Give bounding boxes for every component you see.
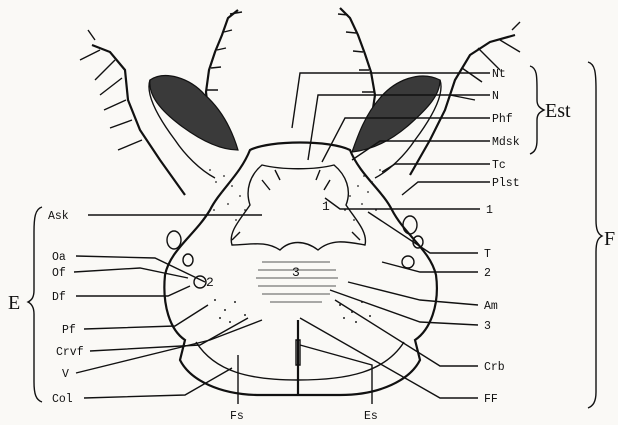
label-3: 3 xyxy=(484,320,491,333)
label-of: Of xyxy=(52,267,66,280)
label-es: Es xyxy=(364,410,378,423)
label-oa: Oa xyxy=(52,251,66,264)
label-est: Est xyxy=(545,100,571,122)
stipple-left xyxy=(209,169,246,221)
label-mdsk: Mdsk xyxy=(492,136,520,149)
bracket-e xyxy=(28,207,42,402)
right-antenna xyxy=(338,8,375,115)
stipple-lower xyxy=(214,299,371,323)
drawing-number-2: 2 xyxy=(206,275,214,290)
label-t: T xyxy=(484,248,491,261)
left-antenna xyxy=(206,10,242,110)
head-capsule xyxy=(164,143,437,396)
label-ff: FF xyxy=(484,393,498,406)
label-am: Am xyxy=(484,300,498,313)
frons-plate xyxy=(167,165,423,323)
label-col: Col xyxy=(52,393,73,406)
label-nt: Nt xyxy=(492,68,506,81)
label-e: E xyxy=(8,292,20,314)
label-1: 1 xyxy=(486,204,493,217)
bottom-label-group: Fs Es xyxy=(230,410,378,423)
label-fs: Fs xyxy=(230,410,244,423)
bracket-est xyxy=(530,66,544,154)
label-crvf: Crvf xyxy=(56,346,84,359)
label-crb: Crb xyxy=(484,361,505,374)
drawing-number-1: 1 xyxy=(322,199,330,214)
label-2: 2 xyxy=(484,267,491,280)
label-tc: Tc xyxy=(492,159,506,172)
label-df: Df xyxy=(52,291,66,304)
label-v: V xyxy=(62,368,69,381)
bracket-f xyxy=(588,62,602,408)
label-plst: Plst xyxy=(492,177,520,190)
label-f: F xyxy=(604,228,615,250)
label-phf: Phf xyxy=(492,113,513,126)
stipple-right xyxy=(344,169,381,221)
drawing-number-3: 3 xyxy=(292,265,300,280)
label-pf: Pf xyxy=(62,324,76,337)
label-n: N xyxy=(492,90,499,103)
label-ask: Ask xyxy=(48,210,69,223)
leaders-left xyxy=(74,215,262,398)
left-label-group: Ask Oa Of Df Pf Crvf V Col xyxy=(48,210,84,406)
